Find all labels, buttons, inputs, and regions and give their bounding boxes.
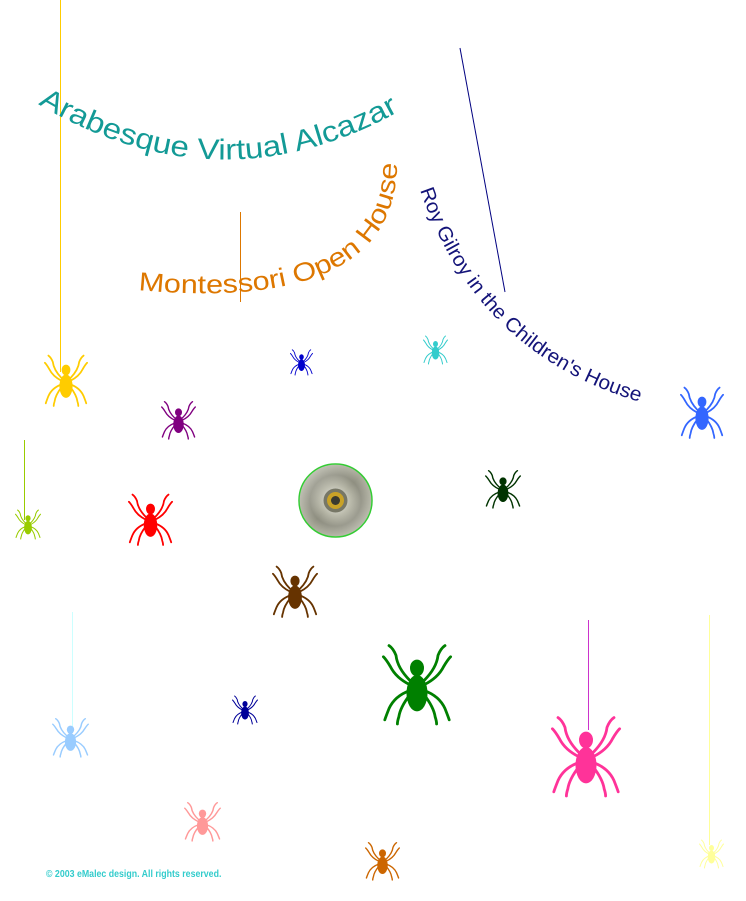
link-arabesque-label: Arabesque Virtual Alcazar xyxy=(35,82,403,166)
link-montessori-label: Montessori Open House xyxy=(138,162,404,300)
spider-icon xyxy=(382,640,452,726)
spider-icon xyxy=(290,348,313,376)
spider-thread xyxy=(240,212,241,302)
spider-icon xyxy=(128,491,173,546)
spider-thread xyxy=(72,612,73,730)
copyright-text: © 2003 eMalec design. All rights reserve… xyxy=(46,869,222,880)
spider-icon xyxy=(52,716,89,758)
link-montessori-open-house[interactable]: Montessori Open House xyxy=(138,162,404,300)
spider-icon xyxy=(699,838,724,869)
spider-icon xyxy=(272,563,318,618)
spider-thread xyxy=(709,615,710,845)
spider-icon xyxy=(485,468,521,509)
spider-thread xyxy=(588,620,589,730)
spider-icon xyxy=(680,384,724,439)
spider-icon xyxy=(551,712,621,798)
spider-icon xyxy=(365,840,400,881)
spider-icon xyxy=(44,352,88,407)
spider-icon xyxy=(15,508,42,540)
spider-icon xyxy=(232,694,258,725)
spider-thread xyxy=(24,440,25,520)
spider-thread xyxy=(60,0,61,372)
spider-icon xyxy=(161,399,196,440)
spider-icon xyxy=(184,800,221,842)
cd-disc-icon[interactable] xyxy=(298,463,373,538)
link-arabesque-virtual-alcazar[interactable]: Arabesque Virtual Alcazar xyxy=(35,82,403,166)
link-roy-label: Roy Gilroy in the Children's House xyxy=(415,184,644,406)
link-roy-gilroy-childrens-house[interactable]: Roy Gilroy in the Children's House xyxy=(415,184,644,406)
spider-icon xyxy=(423,334,448,365)
